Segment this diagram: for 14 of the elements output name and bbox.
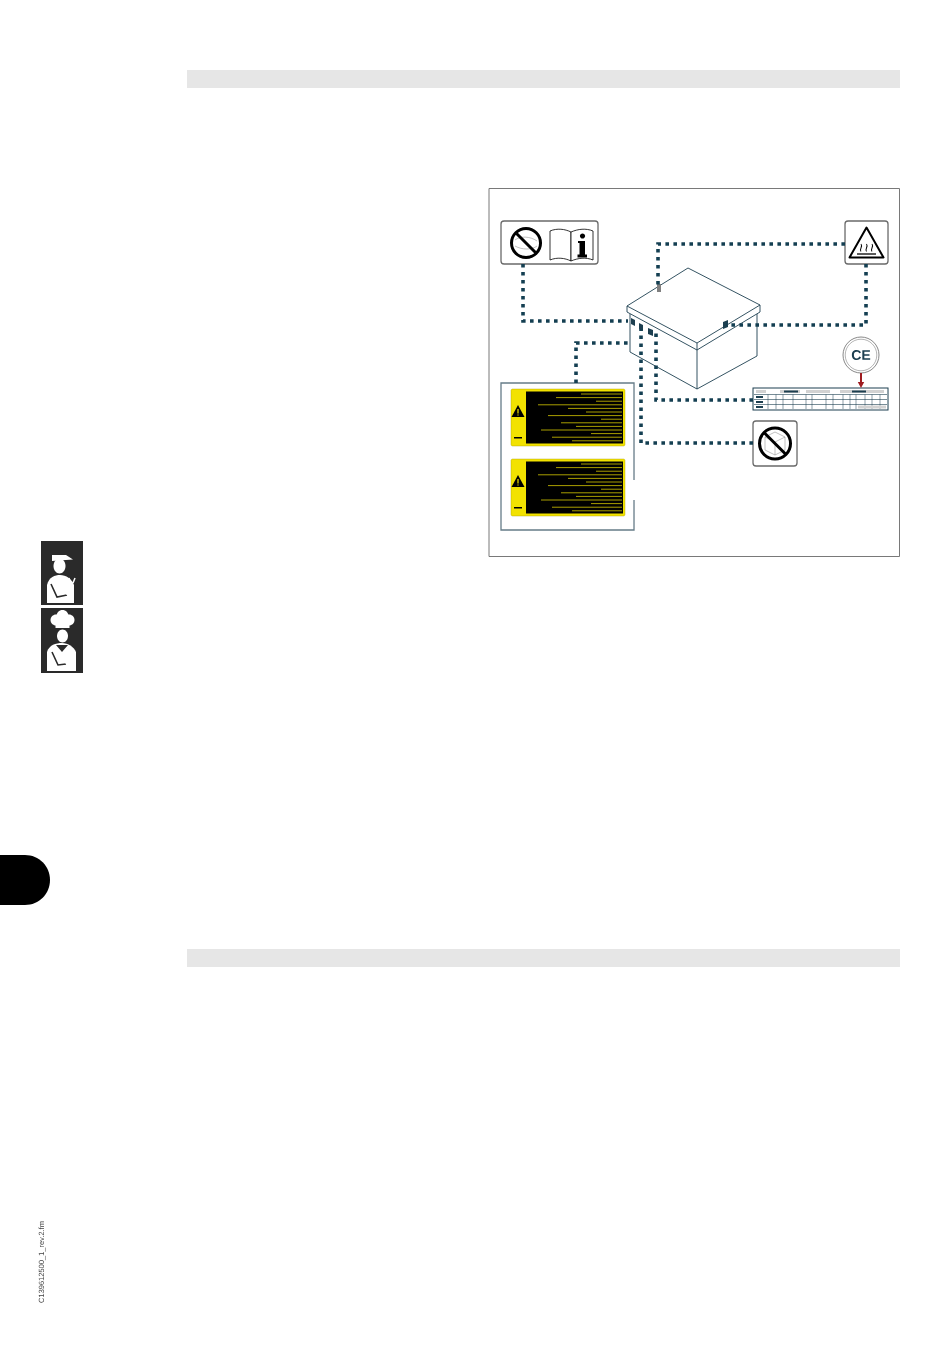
- warning-sign: [500, 220, 599, 265]
- leader-line: [726, 264, 868, 327]
- appliance-drawing: [626, 267, 761, 390]
- warning-labels: [500, 382, 635, 531]
- rating-plate: [752, 387, 889, 411]
- prohibition-sign: [752, 420, 798, 467]
- hot-surface-sign: [844, 220, 889, 265]
- conformity-mark: CE: [842, 336, 880, 374]
- heading-bar: [187, 70, 900, 88]
- leader-line: [639, 329, 753, 445]
- heading-bar: [187, 949, 900, 967]
- leader-line: [521, 264, 628, 323]
- leader-line: [574, 341, 628, 383]
- leader-line: [654, 330, 753, 402]
